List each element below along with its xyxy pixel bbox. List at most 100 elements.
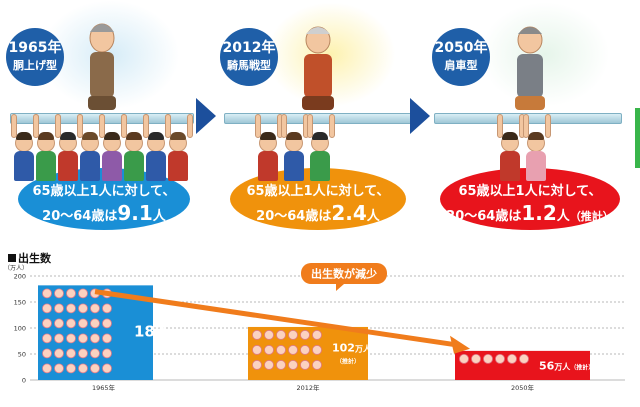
baby-icon bbox=[42, 333, 52, 344]
supporter-figure-icon bbox=[146, 132, 166, 181]
edge-marker bbox=[635, 108, 640, 168]
baby-icon bbox=[312, 330, 322, 340]
value-label: 182万人 bbox=[134, 323, 182, 341]
baby-icon bbox=[66, 333, 76, 344]
square-bullet-icon bbox=[8, 254, 16, 262]
annotation-pill bbox=[301, 263, 387, 284]
baby-icon bbox=[312, 345, 322, 355]
baby-icon bbox=[90, 333, 100, 344]
raised-arm bbox=[165, 114, 171, 138]
baby-icon bbox=[78, 303, 88, 314]
baby-icon bbox=[519, 353, 529, 364]
raised-arm bbox=[307, 114, 313, 138]
annotation-pill-tail bbox=[336, 284, 344, 291]
baby-icon bbox=[90, 348, 100, 359]
year-label: 2050年 bbox=[434, 40, 488, 56]
y-tick-label: 200 bbox=[14, 273, 26, 281]
births-chart: （万人） 0 50 100 150 200 182万人 1965年 102万人 （推計） 2012年… bbox=[4, 263, 625, 392]
raised-arm bbox=[545, 114, 551, 138]
next-arrow-icon bbox=[410, 98, 430, 134]
ratio-line1: 65歳以上1人に対して、 bbox=[246, 184, 390, 199]
supporter-figure-icon bbox=[36, 132, 56, 181]
annotation-text: 出生数が減少 bbox=[311, 267, 377, 281]
value-label: 102万人 bbox=[332, 341, 372, 354]
baby-icon bbox=[276, 360, 286, 370]
x-tick-label: 1965年 bbox=[92, 383, 116, 392]
baby-icon bbox=[90, 318, 100, 329]
raised-arm bbox=[497, 114, 503, 138]
supporter-figure-icon bbox=[14, 132, 34, 181]
raised-arm bbox=[55, 114, 61, 138]
raised-arm bbox=[255, 114, 261, 138]
baby-icon bbox=[42, 288, 52, 299]
trend-arrow-head-icon bbox=[450, 335, 470, 354]
year-badge: 1965年 胴上げ型 bbox=[6, 28, 64, 86]
raised-arm bbox=[523, 114, 529, 138]
type-label: 騎馬戦型 bbox=[227, 59, 271, 72]
baby-icon bbox=[264, 360, 274, 370]
baby-icon bbox=[102, 318, 112, 329]
baby-icon bbox=[288, 330, 298, 340]
baby-icon bbox=[252, 330, 262, 340]
value-note: （推計） bbox=[336, 357, 360, 365]
baby-icon bbox=[42, 318, 52, 329]
baby-icon bbox=[54, 333, 64, 344]
supporter-figure-icon bbox=[284, 132, 304, 181]
baby-icon bbox=[90, 363, 100, 374]
ratio-line2: 20〜64歳は2.4人 bbox=[256, 201, 380, 225]
baby-icon bbox=[78, 318, 88, 329]
supporter-figure-icon bbox=[168, 132, 188, 181]
shelf-board bbox=[224, 113, 412, 124]
baby-icon bbox=[252, 345, 262, 355]
supporter-figure-icon bbox=[80, 132, 100, 181]
baby-icon bbox=[102, 333, 112, 344]
y-tick-label: 100 bbox=[14, 325, 26, 333]
baby-icon bbox=[276, 345, 286, 355]
baby-icon bbox=[312, 360, 322, 370]
baby-icon bbox=[483, 353, 493, 364]
baby-icon bbox=[78, 363, 88, 374]
raised-arm bbox=[99, 114, 105, 138]
baby-icon bbox=[264, 330, 274, 340]
raised-arm bbox=[143, 114, 149, 138]
y-axis-label: （万人） bbox=[4, 265, 28, 272]
supporter-figure-icon bbox=[500, 132, 520, 181]
raised-arm bbox=[329, 114, 335, 138]
ratio-bubble: 65歳以上1人に対して、 20〜64歳は1.2人（推計） bbox=[440, 168, 620, 230]
baby-icon bbox=[42, 348, 52, 359]
baby-icon bbox=[66, 288, 76, 299]
type-label: 肩車型 bbox=[444, 59, 478, 72]
baby-icon bbox=[54, 318, 64, 329]
elder-figure-icon bbox=[515, 26, 545, 110]
raised-arm bbox=[121, 114, 127, 138]
baby-icon bbox=[300, 360, 310, 370]
year-badge: 2050年 肩車型 bbox=[432, 28, 490, 86]
elder-figure-icon bbox=[302, 26, 334, 110]
baby-icon bbox=[90, 303, 100, 314]
elder-figure-icon bbox=[88, 23, 116, 110]
year-label: 1965年 bbox=[8, 40, 62, 56]
supporter-figure-icon bbox=[124, 132, 144, 181]
ratio-line2: 20〜64歳は1.2人（推計） bbox=[446, 201, 614, 225]
type-label: 胴上げ型 bbox=[13, 59, 57, 72]
raised-arm bbox=[187, 114, 193, 138]
year-label: 2012年 bbox=[222, 40, 276, 56]
raised-arm bbox=[11, 114, 17, 138]
y-tick-label: 0 bbox=[22, 377, 26, 385]
y-tick-label: 50 bbox=[18, 351, 26, 359]
panel-glow bbox=[480, 2, 610, 107]
baby-icon bbox=[300, 345, 310, 355]
trend-arrow-line bbox=[94, 289, 457, 348]
baby-icon bbox=[102, 348, 112, 359]
section-title: 出生数 bbox=[8, 250, 51, 266]
y-tick-label: 150 bbox=[14, 299, 26, 307]
supporter-figure-icon bbox=[58, 132, 78, 181]
baby-icon bbox=[300, 330, 310, 340]
x-tick-label: 2012年 bbox=[296, 383, 320, 392]
value-label: 56万人（推計） bbox=[539, 359, 594, 372]
baby-icon bbox=[66, 363, 76, 374]
baby-icon bbox=[102, 363, 112, 374]
baby-icon bbox=[54, 303, 64, 314]
baby-icon bbox=[471, 353, 481, 364]
baby-icon bbox=[54, 288, 64, 299]
